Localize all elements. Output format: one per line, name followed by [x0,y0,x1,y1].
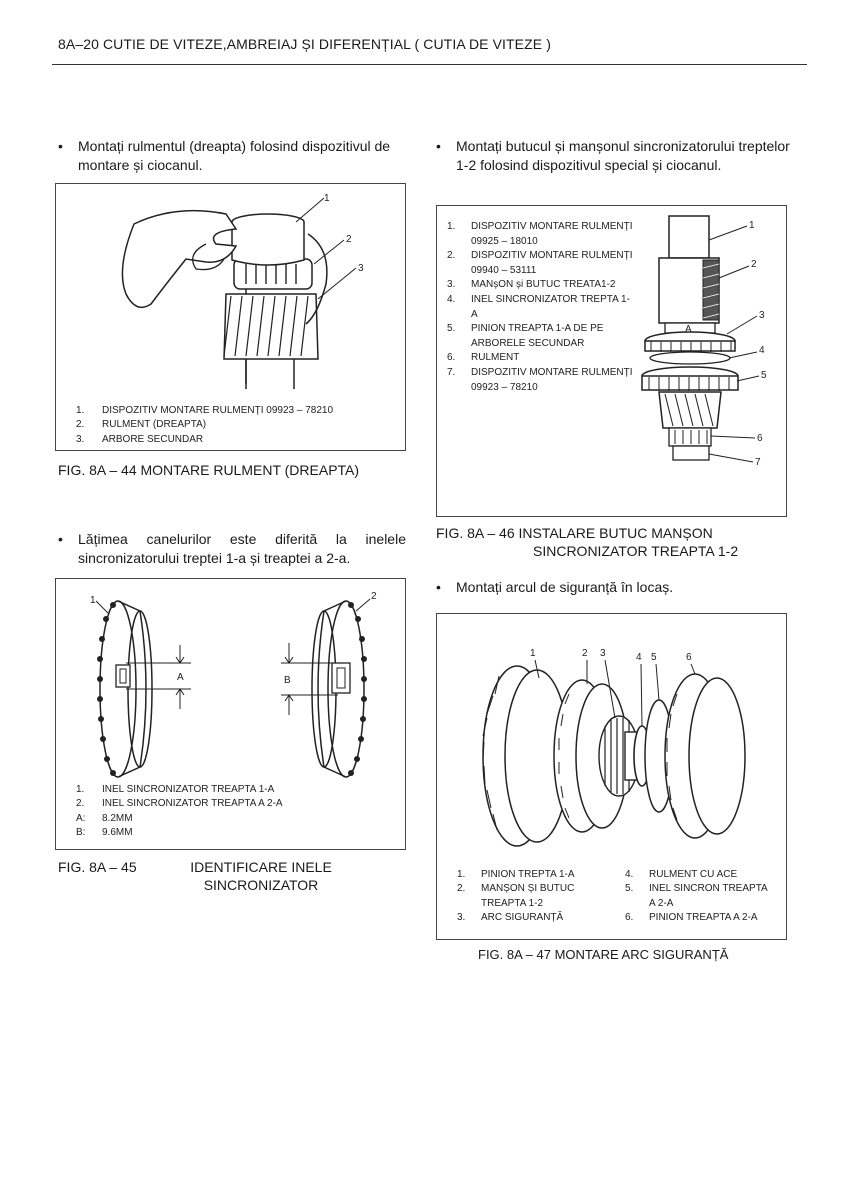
figure-8a-45: A B 1 2 1.INEL SINCRONIZATOR TREAPTA 1-A [55,578,406,850]
figure-8a-46: 1.DISPOZITIV MONTARE RULMENȚI 09925 – 18… [436,205,787,517]
legend-row: TREAPTA 1-2 [481,897,544,909]
legend-row: 09923 – 78210 [471,381,538,393]
bullet-dot: • [436,579,441,595]
legend-row: 3.ARC SIGURANȚĂ [457,911,564,923]
figure-legend: 1.INEL SINCRONIZATOR TREAPTA 1-A 2.INEL … [76,783,396,840]
instruction-bullet-caneluri: • Lățimea canelurilor este diferită la i… [58,530,406,568]
legend-row: A 2-A [649,897,674,909]
legend-row: 1.DISPOZITIV MONTARE RULMENȚI 09923 – 78… [76,405,334,416]
callout-1: 1 [90,595,96,606]
figure-legend: 1.DISPOZITIV MONTARE RULMENȚI 09923 – 78… [76,404,396,447]
figure-caption: FIG. 8A – 46 INSTALARE BUTUC MANȘON SINC… [436,524,738,560]
legend-row: 6.PINION TREAPTA A 2-A [625,911,758,923]
instruction-line-1: Lățimea canelurilor este diferită la ine… [78,531,406,547]
callout-2: 2 [371,591,377,602]
figure-legend-left: 1.PINION TREPTA 1-A 2.MANȘON ȘI BUTUC TR… [457,868,607,925]
callout-2: 2 [346,234,352,245]
instruction-bullet-arc: • Montați arcul de siguranță în locaș. [436,578,806,597]
caption-line-1: IDENTIFICARE INELE [190,859,332,875]
caption-line-2: SINCRONIZATOR TREAPTA 1-2 [533,543,739,559]
figure-caption-number: FIG. 8A – 45 [58,859,137,875]
legend-row: A [471,308,478,320]
callout-4: 4 [759,345,765,356]
hub-install-illustration: A [641,215,767,468]
callout-5: 5 [761,370,767,381]
instruction-line-2: sincronizatorului treptei 1-a și treapte… [78,550,351,566]
legend-row: A:8.2MM [76,812,133,824]
figure-legend: 1.DISPOZITIV MONTARE RULMENȚI 09925 – 18… [447,220,639,395]
legend-row: 5.INEL SINCRON TREAPTA [625,883,768,895]
legend-row: 4.RULMENT CU ACE [625,869,738,880]
dimension-a-label: A [177,672,184,683]
instruction-line-2: montare și ciocanul. [78,157,203,173]
figure-caption: FIG. 8A – 47 MONTARE ARC SIGURANȚĂ [478,947,729,962]
callout-1: 1 [324,193,330,204]
figure-8a-47: 1 2 3 4 5 6 1.PINION TREPTA 1-A 2.MANȘON… [436,613,787,940]
callout-3: 3 [358,263,364,274]
callout-2: 2 [582,648,588,659]
caption-line-2: SINCRONIZATOR [203,877,319,893]
legend-row: 09940 – 53111 [471,264,537,276]
legend-row: 7.DISPOZITIV MONTARE RULMENȚI [447,366,633,378]
page-header: 8A–20 CUTIE DE VITEZE,AMBREIAJ ȘI DIFERE… [58,36,551,52]
legend-row: B:9.6MM [76,826,133,838]
bullet-dot: • [58,531,63,547]
part-a-label: A [685,324,692,335]
legend-row: 09925 – 18010 [471,235,538,247]
header-rule [52,64,807,65]
figure-caption-title: IDENTIFICARE INELE SINCRONIZATOR [186,858,336,894]
legend-row: 3.ARBORE SECUNDAR [76,433,204,445]
instruction-bullet-rulment: • Montați rulmentul (dreapta) folosind d… [58,137,406,175]
instruction-line-1: Montați arcul de siguranță în locaș. [456,579,674,595]
instruction-line-2: 1-2 folosind dispozitivul special și cio… [456,157,722,173]
legend-row: 2.MANȘON ȘI BUTUC [457,883,575,895]
figure-8a-44: 1 2 3 1.DISPOZITIV MONTARE RULMENȚI 0992… [55,183,406,451]
circlip-install-illustration: 1 2 3 4 5 6 [482,648,746,847]
legend-row: 1.DISPOZITIV MONTARE RULMENȚI [447,221,633,232]
legend-row: 2.RULMENT (DREAPTA) [76,419,207,431]
callout-2: 2 [751,259,757,270]
legend-row: 4.INEL SINCRONIZATOR TREPTA 1- [447,293,630,305]
callout-1: 1 [749,220,755,231]
legend-row: 6.RULMENT [447,352,520,364]
instruction-bullet-butuc: • Montați butucul și manșonul sincroniza… [436,137,806,175]
legend-row: 5.PINION TREAPTA 1-A DE PE [447,323,604,335]
callout-7: 7 [755,457,761,468]
bullet-dot: • [436,138,441,154]
dimension-b-label: B [284,675,291,686]
instruction-line-1: Montați rulmentul (dreapta) folosind dis… [78,138,391,154]
synchro-rings-illustration: A B 1 2 [90,591,377,778]
callout-1: 1 [530,648,536,659]
legend-row: 3.MANșON și BUTUC TREATA1-2 [447,279,616,291]
figure-legend-right: 4.RULMENT CU ACE 5.INEL SINCRON TREAPTA … [625,868,780,925]
callout-6: 6 [686,652,692,663]
legend-row: 2.DISPOZITIV MONTARE RULMENȚI [447,250,633,262]
callout-4: 4 [636,652,642,663]
bullet-dot: • [58,138,63,154]
instruction-line-1: Montați butucul și manșonul sincronizato… [456,138,790,154]
legend-row: 1.INEL SINCRONIZATOR TREAPTA 1-A [76,784,275,795]
legend-row: ARBORELE SECUNDAR [471,337,585,349]
caption-line-1: FIG. 8A – 46 INSTALARE BUTUC MANȘON [436,525,713,541]
legend-row: 2.INEL SINCRONIZATOR TREAPTA A 2-A [76,798,283,810]
legend-row: 1.PINION TREPTA 1-A [457,869,575,880]
callout-6: 6 [757,433,763,444]
figure-caption: FIG. 8A – 44 MONTARE RULMENT (DREAPTA) [58,462,360,478]
bearing-install-illustration: 1 2 3 [121,193,364,389]
callout-5: 5 [651,652,657,663]
callout-3: 3 [759,310,765,321]
callout-3: 3 [600,648,606,659]
